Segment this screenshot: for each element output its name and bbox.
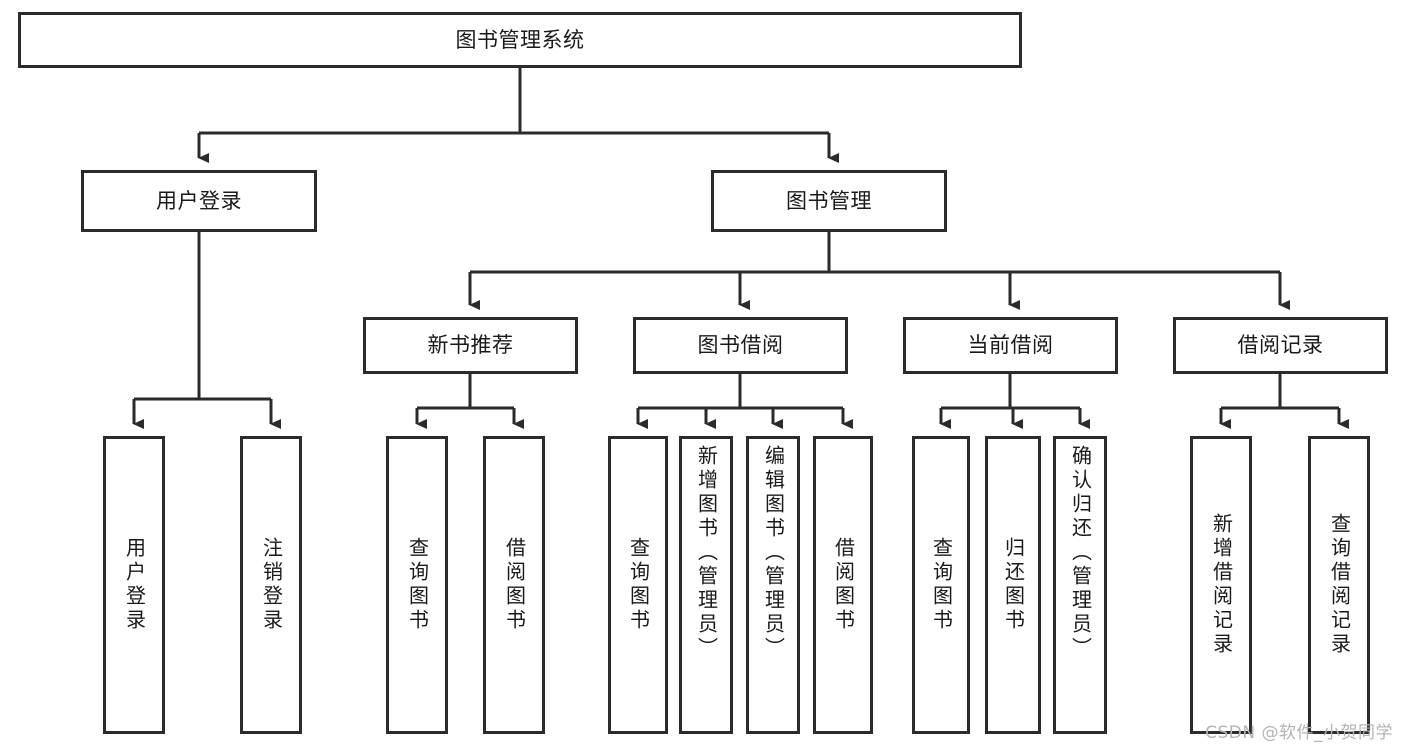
node-root-label: 图书管理系统 [455,27,585,52]
leaf-add-borrow-record-label: 新增借阅记录 [1209,513,1234,657]
leaf-query-borrow-record-label: 查询借阅记录 [1327,513,1352,657]
node-book-management-label: 图书管理 [786,188,872,213]
leaf-edit-book-admin[interactable]: 编辑图书（管理员） [746,436,800,734]
csdn-watermark: CSDN @软件_小贺同学 [1205,723,1393,743]
node-user-login-label: 用户登录 [156,188,242,213]
node-borrow-record[interactable]: 借阅记录 [1173,317,1388,374]
leaf-query-book-current[interactable]: 查询图书 [912,436,970,734]
node-new-book-recommend[interactable]: 新书推荐 [363,317,578,374]
leaf-query-book-rec-label: 查询图书 [405,537,430,633]
leaf-query-book-rec[interactable]: 查询图书 [386,436,448,734]
node-borrow-record-label: 借阅记录 [1237,333,1324,357]
leaf-return-book-label: 归还图书 [1001,537,1026,633]
leaf-confirm-return-admin[interactable]: 确认归还（管理员） [1053,436,1107,734]
leaf-query-borrow-record[interactable]: 查询借阅记录 [1308,436,1370,734]
node-current-borrow[interactable]: 当前借阅 [903,317,1118,374]
node-root[interactable]: 图书管理系统 [18,12,1022,68]
leaf-query-book-borrow[interactable]: 查询图书 [608,436,668,734]
node-book-borrow-label: 图书借阅 [697,333,784,357]
leaf-add-book-admin-label: 新增图书（管理员） [694,445,719,661]
leaf-logout-label: 注销登录 [259,537,284,633]
leaf-user-login-label: 用户登录 [122,537,147,633]
node-user-login[interactable]: 用户登录 [81,170,317,232]
leaf-query-book-borrow-label: 查询图书 [626,537,651,633]
leaf-borrow-book-rec[interactable]: 借阅图书 [483,436,545,734]
leaf-add-book-admin[interactable]: 新增图书（管理员） [679,436,733,734]
node-book-borrow[interactable]: 图书借阅 [633,317,848,374]
leaf-logout[interactable]: 注销登录 [240,436,302,734]
leaf-borrow-book-borrow-label: 借阅图书 [831,537,856,633]
leaf-edit-book-admin-label: 编辑图书（管理员） [761,445,786,661]
node-new-book-recommend-label: 新书推荐 [427,333,514,357]
node-book-management[interactable]: 图书管理 [711,170,947,232]
leaf-confirm-return-admin-label: 确认归还（管理员） [1068,445,1093,661]
leaf-borrow-book-rec-label: 借阅图书 [502,537,527,633]
leaf-user-login[interactable]: 用户登录 [103,436,165,734]
leaf-borrow-book-borrow[interactable]: 借阅图书 [813,436,873,734]
node-current-borrow-label: 当前借阅 [967,333,1054,357]
leaf-return-book[interactable]: 归还图书 [985,436,1041,734]
leaf-add-borrow-record[interactable]: 新增借阅记录 [1190,436,1252,734]
leaf-query-book-current-label: 查询图书 [929,537,954,633]
